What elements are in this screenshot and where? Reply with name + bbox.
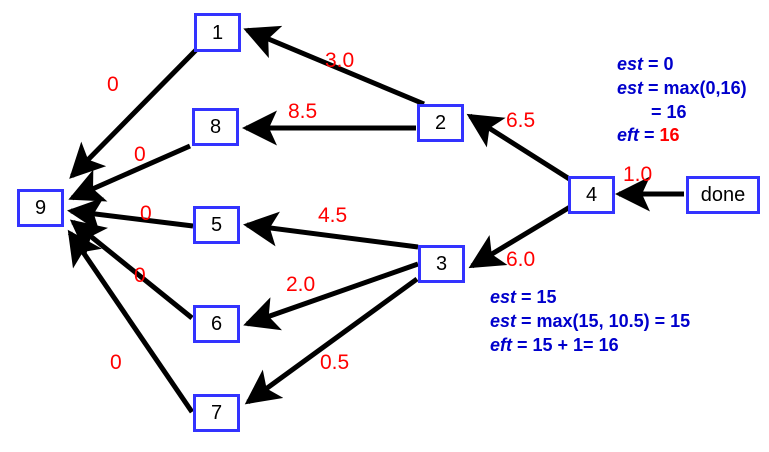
edge-label-7-9: 0 [110, 351, 122, 374]
annotation-top-right-line-1: est = 0 [617, 53, 747, 77]
node-8[interactable]: 8 [192, 108, 239, 146]
annotation-top-right: est = 0 est = max(0,16) = 16 eft = 16 [617, 53, 747, 148]
node-5-label: 5 [210, 214, 223, 236]
est-result: = 16 [651, 101, 687, 122]
annotation-top-right-line-4: eft = 16 [617, 124, 747, 148]
annotation-bottom-right-line-2: est = max(15, 10.5) = 15 [490, 310, 690, 334]
est-max-expression: = max(15, 10.5) = 15 [516, 310, 691, 331]
node-5[interactable]: 5 [193, 206, 240, 244]
edge-2-1 [243, 25, 425, 107]
annotation-top-right-line-2: est = max(0,16) [617, 77, 747, 101]
edge-label-3-5: 4.5 [318, 204, 348, 227]
edge-label-6-9: 0 [134, 264, 146, 287]
node-2-label: 2 [434, 112, 447, 134]
est-value: = 0 [643, 54, 674, 74]
annotation-bottom-right-line-3: eft = 15 + 1= 16 [490, 334, 690, 358]
eft-keyword: eft [617, 125, 639, 146]
est-keyword: est [617, 54, 644, 74]
node-7[interactable]: 7 [193, 394, 240, 432]
edge-4-2 [466, 113, 573, 183]
est-keyword: est [490, 287, 517, 307]
edge-label-2-1: 3.0 [325, 49, 355, 72]
node-done[interactable]: done [686, 176, 760, 214]
node-6[interactable]: 6 [193, 305, 240, 343]
eft-value-highlight: 16 [659, 125, 680, 146]
eft-expression: = 15 + 1= 16 [512, 334, 619, 355]
node-8-label: 8 [209, 116, 222, 138]
est-keyword: est [617, 77, 644, 98]
edge-label-3-7: 0.5 [320, 351, 350, 374]
node-9[interactable]: 9 [17, 189, 64, 227]
edge-label-8-9: 0 [134, 143, 146, 166]
node-4-label: 4 [585, 184, 598, 206]
edge-8-9 [68, 143, 192, 202]
edge-4-3 [468, 204, 572, 269]
annotation-bottom-right: est = 15 est = max(15, 10.5) = 15 eft = … [490, 286, 690, 357]
edge-3-5 [243, 211, 419, 250]
node-6-label: 6 [210, 313, 223, 335]
est-keyword: est [490, 310, 517, 331]
edge-3-7 [244, 276, 419, 405]
edge-label-5-9: 0 [140, 202, 152, 225]
node-done-label: done [700, 184, 746, 206]
edge-7-9 [67, 229, 195, 414]
node-7-label: 7 [210, 402, 223, 424]
edge-label-1-9: 0 [107, 73, 119, 96]
est-max-expression: = max(0,16) [643, 77, 747, 98]
edge-label-4-2: 6.5 [506, 109, 536, 132]
node-9-label: 9 [34, 197, 47, 219]
annotation-bottom-right-line-1: est = 15 [490, 286, 690, 310]
edge-1-9 [69, 48, 198, 179]
node-2[interactable]: 2 [417, 104, 464, 142]
node-1-label: 1 [211, 21, 224, 44]
node-4[interactable]: 4 [568, 176, 615, 214]
node-3[interactable]: 3 [418, 245, 465, 283]
edge-3-6 [243, 261, 419, 331]
edge-label-3-6: 2.0 [286, 273, 316, 296]
edge-label-2-8: 8.5 [288, 100, 318, 123]
edge-label-done-4: 1.0 [623, 163, 653, 186]
eft-keyword: eft [490, 334, 512, 355]
edge-6-9 [69, 219, 194, 320]
node-1[interactable]: 1 [194, 13, 241, 52]
eft-equals: = [639, 125, 660, 146]
node-3-label: 3 [435, 253, 448, 275]
edge-label-4-3: 6.0 [506, 248, 536, 271]
edge-5-9 [67, 197, 194, 233]
est-value: = 15 [516, 287, 557, 307]
annotation-top-right-line-3: = 16 [617, 101, 747, 125]
